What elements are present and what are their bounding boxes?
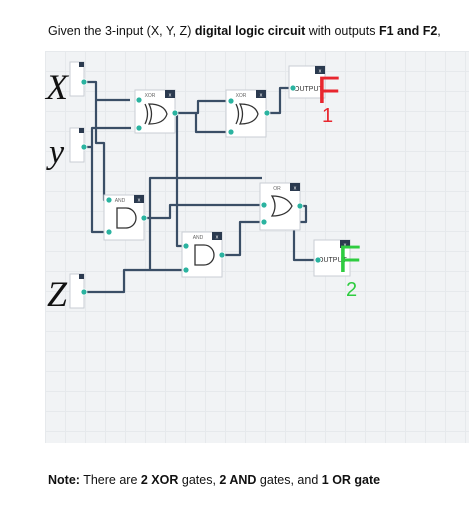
svg-text:x: x <box>319 69 322 75</box>
svg-text:OUTPUT: OUTPUT <box>294 86 324 93</box>
xor-1-symbol <box>144 103 168 125</box>
wire-and2-to-or <box>214 220 262 257</box>
wire-z-trunk <box>84 268 186 294</box>
question-text: Given the 3-input (X, Y, Z) digital logi… <box>48 24 441 38</box>
output-f1-close-button[interactable] <box>315 66 325 74</box>
output-f2-close-button[interactable] <box>340 240 350 248</box>
wire-y-trunk <box>84 126 131 149</box>
svg-text:x: x <box>138 198 141 204</box>
handwritten-f1: F <box>317 70 340 112</box>
or-symbol <box>270 195 293 217</box>
svg-text:AND: AND <box>115 198 126 204</box>
xor-1-close-button[interactable] <box>165 90 175 98</box>
output-f1[interactable]: x OUTPUT <box>288 65 326 99</box>
wire-xor1-to-and2 <box>175 113 186 248</box>
handwritten-f2-subscript: 2 <box>346 279 357 301</box>
handwritten-f2: F <box>338 239 361 281</box>
svg-text:x: x <box>216 235 219 241</box>
wire-xor1-bypass <box>194 113 226 134</box>
wire-xor2-to-out1 <box>267 86 291 115</box>
input-y-switch[interactable] <box>69 127 85 163</box>
wires <box>84 80 316 294</box>
wire-xor1-to-xor2 <box>174 99 227 115</box>
svg-text:XOR: XOR <box>236 93 247 99</box>
handwritten-z: Z <box>47 274 68 314</box>
svg-text:x: x <box>344 243 347 249</box>
input-x-switch[interactable] <box>69 61 85 97</box>
and-1-symbol <box>116 207 137 229</box>
xor-gate-1[interactable]: x XOR <box>134 89 176 134</box>
or-close-button[interactable] <box>290 183 300 191</box>
wire-z-to-or <box>148 176 262 270</box>
svg-text:x: x <box>169 93 172 99</box>
handwritten-x: X <box>44 67 70 107</box>
svg-text:OUTPUT: OUTPUT <box>318 257 348 264</box>
input-z-switch[interactable] <box>69 273 85 309</box>
and-1-close-button[interactable] <box>134 195 144 203</box>
svg-text:AND: AND <box>193 235 204 241</box>
handwritten-y: y <box>46 134 65 171</box>
xor-2-close-button[interactable] <box>256 90 266 98</box>
svg-text:OR: OR <box>273 186 281 192</box>
handwritten-f1-subscript: 1 <box>322 105 333 127</box>
svg-text:x: x <box>260 93 263 99</box>
wire-y-to-and1 <box>90 147 109 234</box>
note-text: Note: There are 2 XOR gates, 2 AND gates… <box>48 473 381 487</box>
and-2-close-button[interactable] <box>212 232 222 240</box>
svg-text:XOR: XOR <box>145 93 156 99</box>
and-2-symbol <box>194 244 215 266</box>
svg-text:x: x <box>294 186 297 192</box>
connector-nodes <box>80 78 322 296</box>
xor-2-symbol <box>235 103 259 125</box>
wire-and1-to-or <box>144 203 262 220</box>
